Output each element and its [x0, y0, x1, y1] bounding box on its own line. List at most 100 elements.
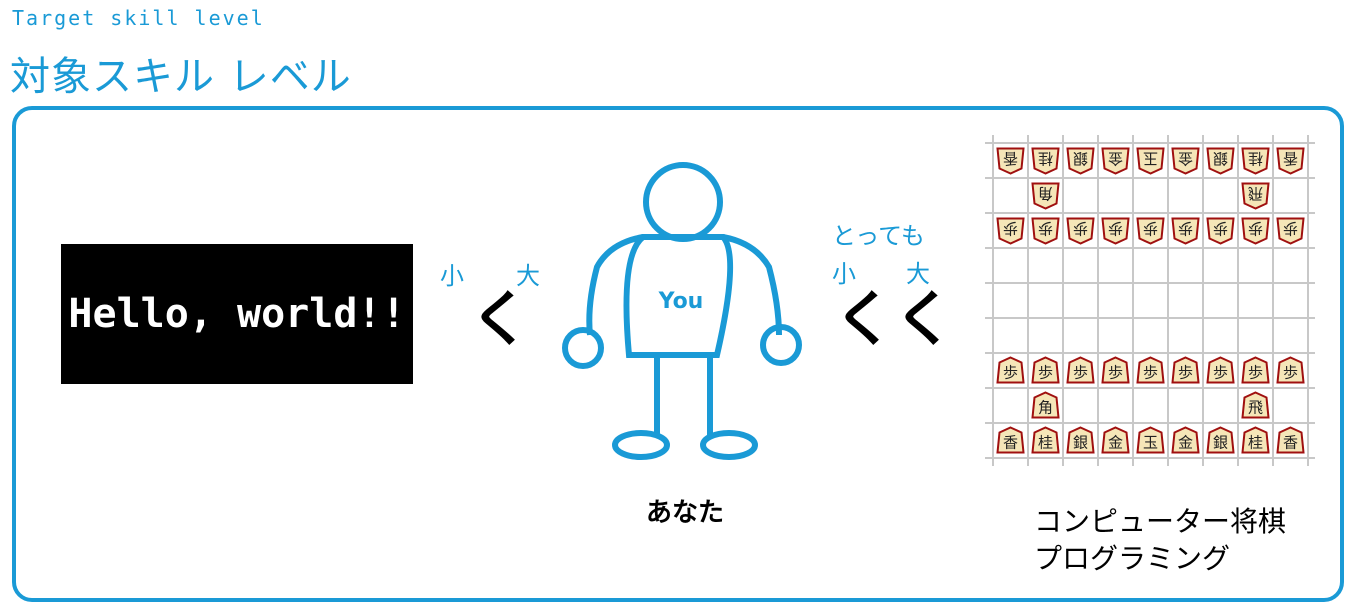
shogi-piece: 香 — [996, 426, 1025, 454]
shogi-piece: 歩 — [1031, 356, 1060, 384]
shogi-piece: 歩 — [996, 217, 1025, 245]
svg-text:飛: 飛 — [1248, 399, 1263, 417]
person-body — [623, 234, 734, 358]
person-right-foot — [700, 430, 758, 460]
shogi-piece: 香 — [996, 147, 1025, 175]
shogi-piece: 歩 — [1171, 356, 1200, 384]
shogi-piece: 金 — [1101, 147, 1130, 175]
shogi-piece: 桂 — [1031, 426, 1060, 454]
svg-text:銀: 銀 — [1213, 434, 1228, 452]
hello-world-text: Hello, world!! — [68, 291, 406, 337]
shogi-caption-line1: コンピューター将棋 — [1034, 505, 1287, 538]
svg-text:歩: 歩 — [1003, 220, 1018, 238]
left-small-label: 小 — [440, 262, 464, 290]
shogi-piece: 歩 — [1241, 217, 1270, 245]
shogi-piece: 玉 — [1136, 426, 1165, 454]
person-left-foot — [612, 430, 670, 460]
svg-text:金: 金 — [1108, 434, 1123, 452]
svg-text:歩: 歩 — [1283, 220, 1298, 238]
svg-text:歩: 歩 — [1283, 364, 1298, 382]
shogi-piece: 歩 — [1101, 217, 1130, 245]
shogi-piece: 歩 — [1066, 217, 1095, 245]
right-small-label: 小 — [832, 260, 856, 288]
shogi-piece: 金 — [1101, 426, 1130, 454]
shogi-piece: 歩 — [1031, 217, 1060, 245]
shogi-piece: 歩 — [1101, 356, 1130, 384]
svg-text:銀: 銀 — [1213, 150, 1228, 168]
person-chest-label: You — [658, 289, 704, 314]
svg-text:歩: 歩 — [1248, 364, 1263, 382]
person-right-arm — [722, 234, 782, 336]
shogi-piece: 歩 — [1206, 356, 1235, 384]
page-title: 対象スキル レベル — [10, 54, 352, 100]
shogi-piece: 角 — [1031, 391, 1060, 419]
svg-text:桂: 桂 — [1038, 150, 1053, 168]
shogi-piece: 香 — [1276, 426, 1305, 454]
svg-text:歩: 歩 — [1143, 220, 1158, 238]
person-caption: あなた — [646, 498, 725, 528]
shogi-board: 香桂銀金玉金銀桂香角飛歩歩歩歩歩歩歩歩歩歩歩歩歩歩歩歩歩歩角飛香桂銀金玉金銀桂香 — [985, 135, 1315, 466]
left-large-label: 大 — [516, 262, 540, 290]
shogi-piece: 歩 — [1206, 217, 1235, 245]
right-much-less-than-symbol: くく — [834, 285, 954, 355]
svg-text:歩: 歩 — [1003, 364, 1018, 382]
person-left-hand — [562, 327, 604, 369]
person-figure: You — [562, 162, 802, 460]
svg-text:桂: 桂 — [1038, 434, 1053, 452]
content-frame — [12, 106, 1344, 602]
person-right-hand — [760, 324, 802, 366]
svg-text:歩: 歩 — [1248, 220, 1263, 238]
svg-text:銀: 銀 — [1073, 150, 1088, 168]
hello-world-box: Hello, world!! — [61, 244, 413, 384]
svg-text:金: 金 — [1108, 150, 1123, 168]
svg-text:歩: 歩 — [1143, 364, 1158, 382]
svg-text:香: 香 — [1283, 434, 1298, 452]
subtitle: Target skill level — [12, 6, 265, 30]
svg-text:歩: 歩 — [1213, 364, 1228, 382]
svg-text:玉: 玉 — [1143, 150, 1158, 168]
right-large-label: 大 — [906, 260, 930, 288]
svg-text:歩: 歩 — [1038, 364, 1053, 382]
svg-text:香: 香 — [1283, 150, 1298, 168]
svg-text:歩: 歩 — [1213, 220, 1228, 238]
svg-text:金: 金 — [1178, 434, 1193, 452]
svg-text:銀: 銀 — [1073, 434, 1088, 452]
person-head — [643, 162, 723, 242]
shogi-piece: 香 — [1276, 147, 1305, 175]
person-left-arm — [586, 234, 644, 336]
svg-text:桂: 桂 — [1248, 150, 1263, 168]
shogi-caption-line2: プログラミング — [1034, 542, 1231, 575]
shogi-piece: 桂 — [1241, 426, 1270, 454]
shogi-piece: 歩 — [1241, 356, 1270, 384]
svg-text:玉: 玉 — [1143, 434, 1158, 452]
shogi-piece: 角 — [1031, 182, 1060, 210]
svg-text:歩: 歩 — [1178, 220, 1193, 238]
shogi-piece: 金 — [1171, 426, 1200, 454]
svg-text:角: 角 — [1038, 185, 1053, 203]
shogi-piece: 歩 — [1136, 356, 1165, 384]
svg-text:歩: 歩 — [1108, 220, 1123, 238]
svg-text:香: 香 — [1003, 150, 1018, 168]
svg-text:歩: 歩 — [1178, 364, 1193, 382]
shogi-piece: 歩 — [1136, 217, 1165, 245]
shogi-piece: 銀 — [1206, 147, 1235, 175]
shogi-piece: 飛 — [1241, 391, 1270, 419]
svg-text:歩: 歩 — [1073, 220, 1088, 238]
shogi-piece: 桂 — [1241, 147, 1270, 175]
right-qualifier-label: とっても — [832, 222, 925, 250]
shogi-piece: 歩 — [1171, 217, 1200, 245]
shogi-piece: 飛 — [1241, 182, 1270, 210]
shogi-piece: 歩 — [1276, 356, 1305, 384]
svg-text:歩: 歩 — [1038, 220, 1053, 238]
svg-text:金: 金 — [1178, 150, 1193, 168]
svg-text:角: 角 — [1038, 399, 1053, 417]
shogi-piece: 金 — [1171, 147, 1200, 175]
shogi-piece: 桂 — [1031, 147, 1060, 175]
shogi-piece: 銀 — [1066, 426, 1095, 454]
shogi-piece: 歩 — [1276, 217, 1305, 245]
left-less-than-symbol: く — [470, 285, 530, 355]
shogi-piece: 銀 — [1066, 147, 1095, 175]
svg-text:桂: 桂 — [1248, 434, 1263, 452]
svg-text:歩: 歩 — [1108, 364, 1123, 382]
shogi-piece: 歩 — [1066, 356, 1095, 384]
